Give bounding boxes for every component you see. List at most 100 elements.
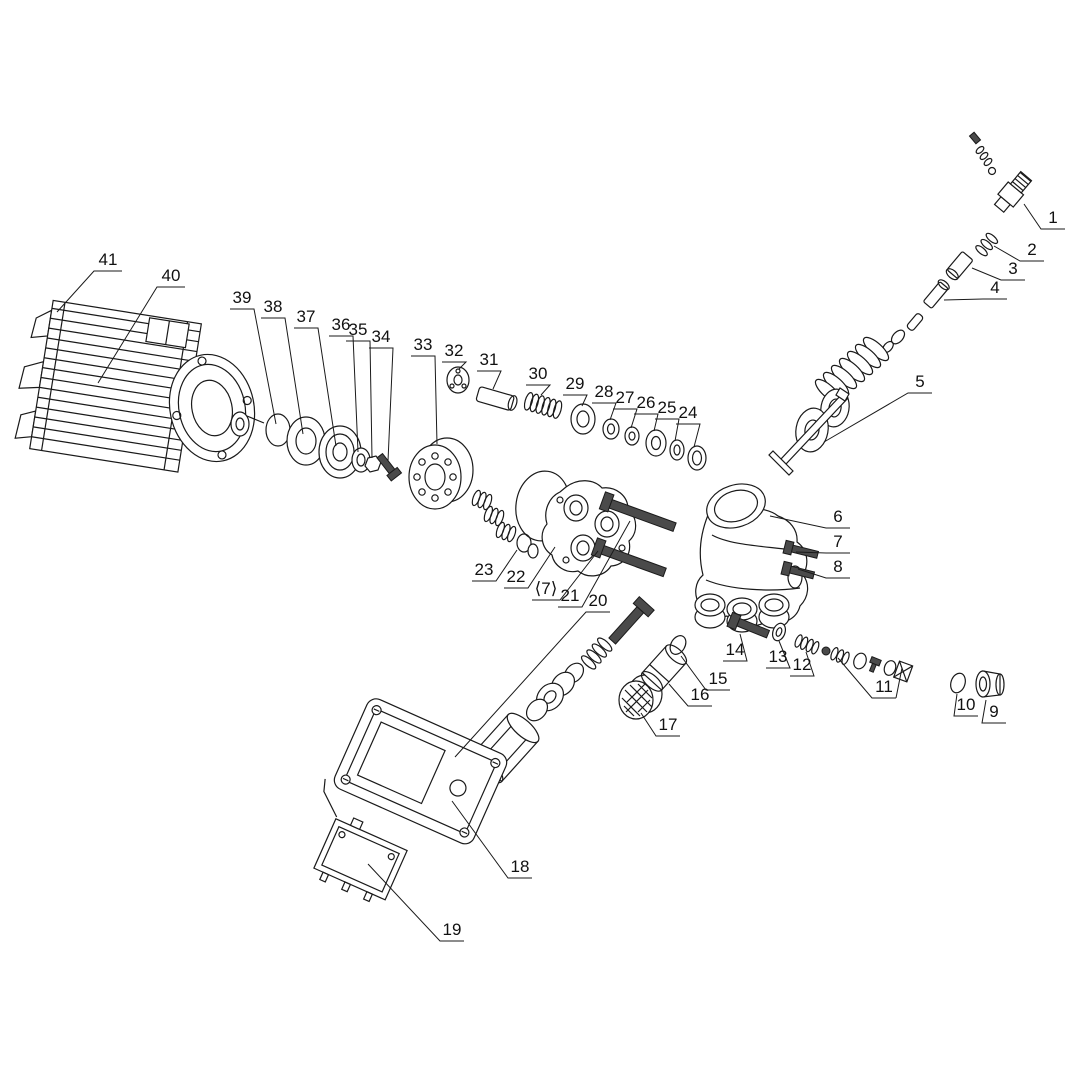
part-27-washer	[624, 426, 640, 446]
part-label-29: 29	[563, 374, 588, 407]
svg-text:2: 2	[1027, 240, 1036, 259]
svg-text:16: 16	[691, 685, 710, 704]
svg-text:8: 8	[833, 557, 842, 576]
part-label-3: 3	[971, 259, 1025, 281]
part-label-40: 40	[97, 266, 185, 384]
part-label-31: 31	[477, 350, 502, 390]
svg-text:22: 22	[507, 567, 526, 586]
part-label-32: 32	[442, 341, 468, 370]
part-label-2: 2	[993, 240, 1044, 262]
part-label-41: 41	[56, 250, 122, 313]
part-24-ring	[687, 445, 707, 471]
part-label-34: 34	[369, 327, 394, 462]
motor-assembly	[14, 299, 265, 473]
svg-text:20: 20	[589, 591, 608, 610]
part-28-washer	[602, 418, 620, 440]
part-15-oring	[669, 635, 687, 655]
part-label-38: 38	[261, 297, 304, 435]
part-9-plug	[975, 670, 1005, 698]
part-35-nut	[364, 455, 382, 473]
svg-text:26: 26	[637, 393, 656, 412]
part-label-25: 25	[655, 398, 680, 442]
svg-text:30: 30	[529, 364, 548, 383]
svg-text:34: 34	[372, 327, 391, 346]
part-label-7-center: ⟨7⟩	[532, 550, 599, 601]
svg-text:19: 19	[443, 920, 462, 939]
svg-text:12: 12	[793, 655, 812, 674]
part-19-micro-switch	[313, 778, 408, 903]
part-label-27: 27	[613, 388, 638, 429]
part-12-spring	[794, 634, 820, 655]
svg-text:37: 37	[297, 307, 316, 326]
svg-text:21: 21	[561, 586, 580, 605]
part-labels: 41 40 39 38 37 36 35 34 33 32 31 30 29 2…	[56, 203, 1065, 942]
part-1-outlet-fitting	[968, 131, 1033, 214]
part-label-6: 6	[769, 507, 850, 529]
part-26-bearing	[645, 429, 667, 457]
part-label-17: 17	[640, 712, 680, 737]
part-label-24: 24	[676, 403, 701, 448]
svg-text:38: 38	[264, 297, 283, 316]
svg-text:7: 7	[833, 532, 842, 551]
svg-text:⟨7⟩: ⟨7⟩	[535, 579, 558, 598]
svg-text:35: 35	[349, 320, 368, 339]
part-7-bolt-center	[590, 537, 667, 578]
part-label-33: 33	[411, 335, 438, 445]
part-4-valve-stem	[923, 279, 950, 309]
part-34-screw	[376, 452, 403, 482]
part-label-21: 21	[558, 520, 631, 608]
part-6-pump-manifold	[694, 483, 809, 633]
part-label-26: 26	[634, 393, 659, 432]
svg-text:3: 3	[1008, 259, 1017, 278]
svg-text:27: 27	[616, 388, 635, 407]
motor-end-bell	[168, 353, 256, 463]
part-label-1: 1	[1023, 203, 1065, 230]
part-label-8: 8	[797, 557, 850, 579]
part-label-30: 30	[526, 364, 552, 396]
part-label-18: 18	[451, 800, 532, 879]
svg-text:6: 6	[833, 507, 842, 526]
part-17-inlet-filter	[618, 674, 663, 720]
part-label-5: 5	[823, 372, 932, 443]
svg-text:29: 29	[566, 374, 585, 393]
part-3-piston	[945, 251, 973, 281]
part-33-wobble-plate	[408, 437, 474, 510]
part-25-ring	[669, 439, 685, 461]
part-2-spring	[975, 232, 999, 257]
svg-text:17: 17	[659, 715, 678, 734]
svg-text:14: 14	[726, 640, 745, 659]
part-label-10: 10	[953, 693, 978, 717]
svg-text:31: 31	[480, 350, 499, 369]
svg-text:4: 4	[990, 278, 999, 297]
svg-text:25: 25	[658, 398, 677, 417]
part-32-washer	[446, 366, 470, 394]
part-10-oring	[950, 672, 966, 694]
part-11-valve-kit	[821, 646, 914, 683]
part-14-bolt	[726, 611, 771, 639]
part-5-spring-washer-stack	[768, 336, 890, 476]
svg-text:36: 36	[332, 315, 351, 334]
svg-text:39: 39	[233, 288, 252, 307]
svg-text:40: 40	[162, 266, 181, 285]
svg-text:33: 33	[414, 335, 433, 354]
svg-text:41: 41	[99, 250, 118, 269]
svg-text:11: 11	[875, 677, 893, 696]
part-label-11: 11	[837, 657, 903, 699]
svg-text:9: 9	[989, 702, 998, 721]
svg-text:15: 15	[709, 669, 728, 688]
part-label-36: 36	[329, 315, 359, 453]
svg-text:10: 10	[957, 695, 976, 714]
part-label-39: 39	[230, 288, 277, 425]
unloader-small-parts	[882, 313, 924, 354]
svg-text:13: 13	[769, 647, 788, 666]
part-label-14: 14	[723, 633, 748, 662]
part-label-12: 12	[790, 651, 815, 677]
part-29-seal	[570, 403, 596, 435]
part-label-37: 37	[294, 307, 337, 447]
part-label-20: 20	[454, 591, 610, 758]
part-label-4: 4	[943, 278, 1007, 301]
part-label-23: 23	[472, 549, 518, 582]
part-7-bolt	[782, 539, 820, 559]
part-label-28: 28	[592, 382, 617, 421]
